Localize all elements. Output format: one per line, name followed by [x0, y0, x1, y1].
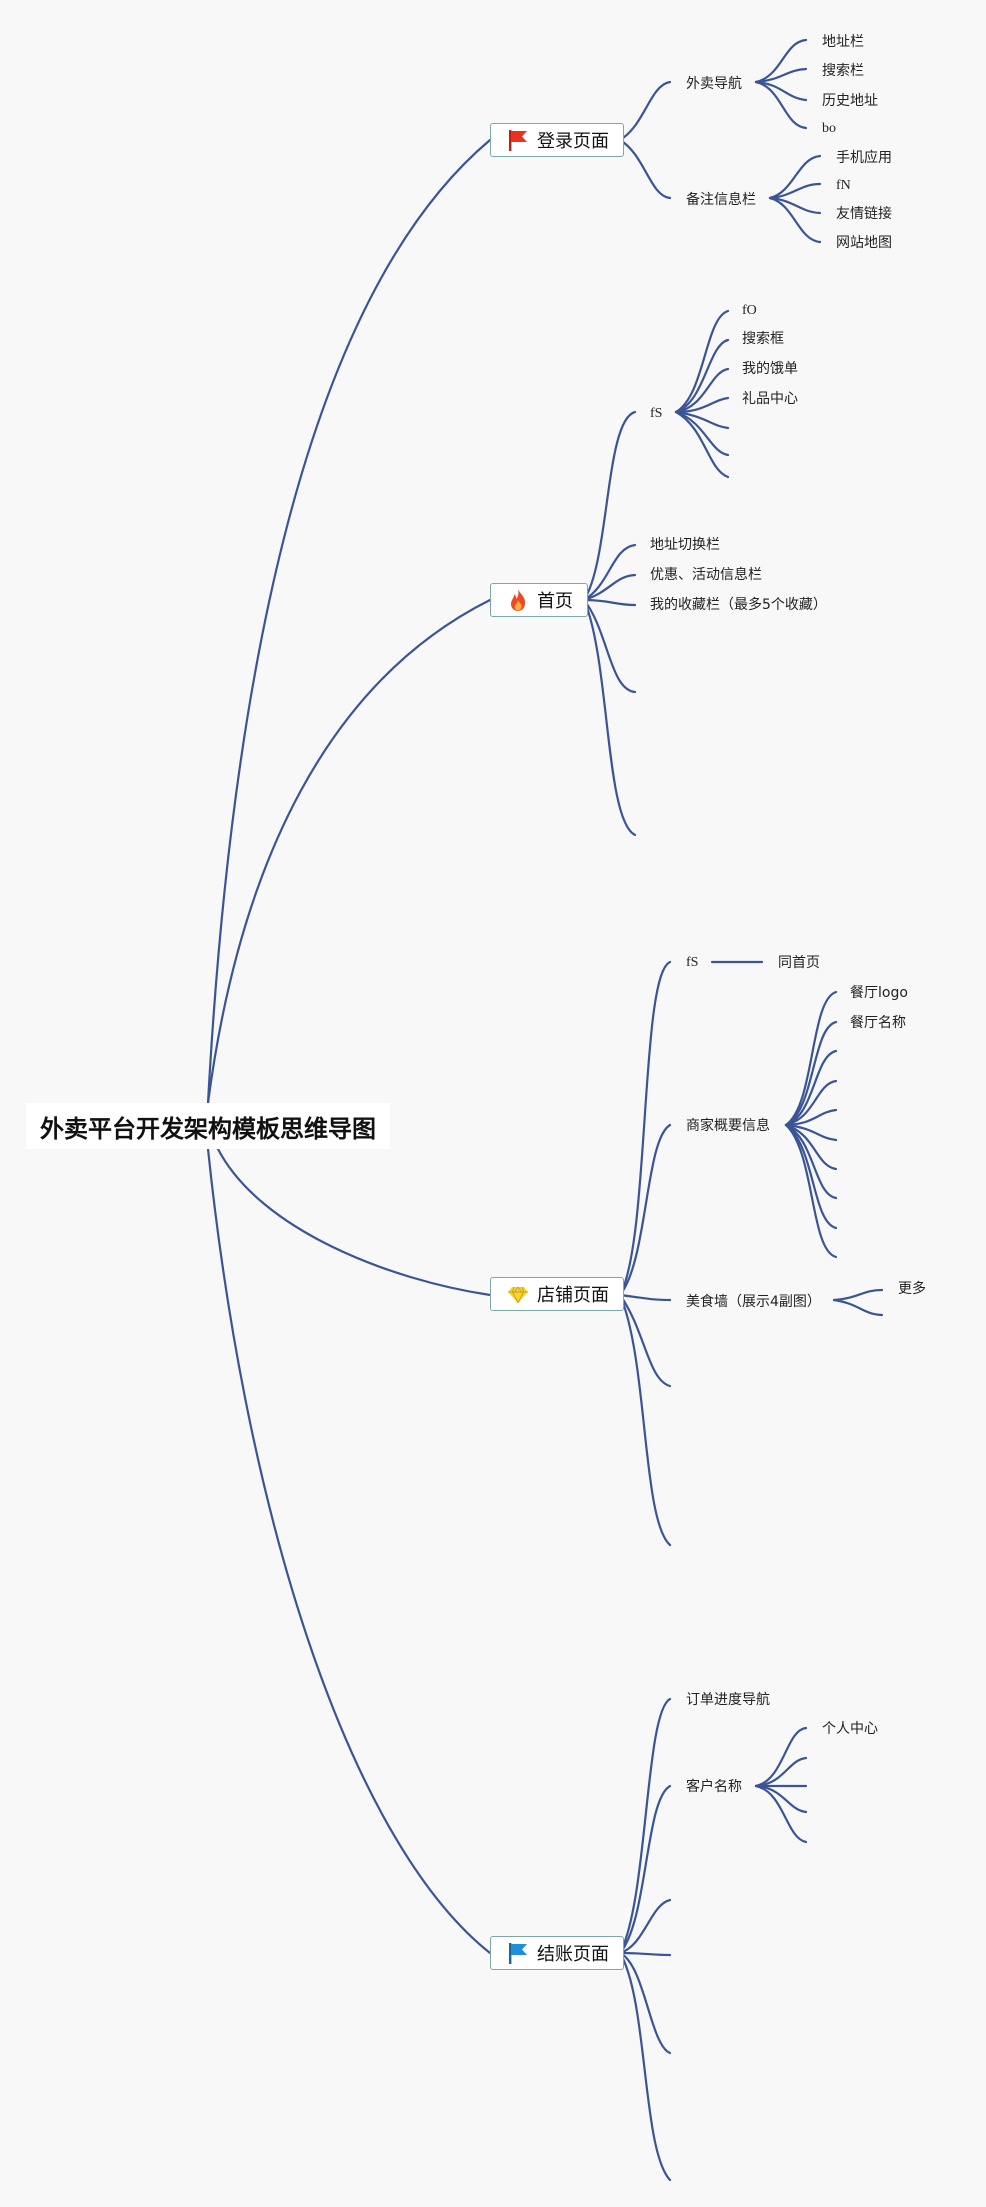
branch-label: 店铺页面 [537, 1285, 609, 1306]
leaf-fn[interactable]: fN [836, 178, 851, 193]
branch-login-page[interactable]: 登录页面 [490, 123, 624, 157]
edge-fs-1 [674, 309, 730, 414]
leaf-sitemap[interactable]: 网站地图 [836, 235, 892, 251]
edge-beizhu-1 [768, 154, 822, 200]
fire-icon [511, 589, 526, 611]
node-address-switch[interactable]: 地址切换栏 [650, 537, 720, 553]
edge-cust-5 [754, 1784, 808, 1844]
leaf-restaurant-name[interactable]: 餐厅名称 [850, 1015, 906, 1031]
leaf-same-as-home[interactable]: 同首页 [778, 955, 820, 971]
edge-cust-2 [754, 1756, 808, 1788]
leaf-fo[interactable]: fO [742, 303, 757, 318]
edge-check-empty1 [618, 1898, 672, 1955]
edge-shop-empty2 [618, 1293, 672, 1547]
edge-cust-4 [754, 1784, 808, 1814]
edge-shop-fs [618, 960, 672, 1297]
edge-wall-1 [832, 1288, 884, 1302]
edge-wall-2 [832, 1298, 884, 1317]
edge-fs-5 [674, 410, 730, 430]
node-customer-name[interactable]: 客户名称 [686, 1779, 742, 1795]
edge-check-customer [618, 1784, 672, 1955]
node-merchant-info[interactable]: 商家概要信息 [686, 1118, 770, 1134]
edge-root-home [206, 598, 492, 1105]
edge-info-4 [784, 1079, 838, 1127]
edge-waimai-4 [754, 80, 808, 130]
edge-beizhu-2 [768, 182, 822, 200]
branch-label: 登录页面 [537, 131, 609, 152]
edge-check-empty2 [618, 1951, 672, 1957]
edge-check-empty3 [618, 1951, 672, 2055]
leaf-restaurant-logo[interactable]: 餐厅logo [850, 985, 908, 1001]
edge-info-5 [784, 1108, 838, 1127]
edge-fs-6 [674, 410, 730, 457]
edge-shop-empty1 [618, 1293, 672, 1388]
node-shop-fs[interactable]: fS [686, 955, 699, 970]
branch-checkout-page[interactable]: 结账页面 [490, 1936, 624, 1970]
node-remark-bar[interactable]: 备注信息栏 [686, 192, 756, 208]
edge-shop-wall [618, 1293, 672, 1302]
diamond-icon [508, 1286, 528, 1304]
edge-info-9 [784, 1123, 838, 1230]
leaf-mobile-app[interactable]: 手机应用 [836, 150, 892, 166]
leaf-personal-center[interactable]: 个人中心 [822, 1721, 878, 1737]
node-promo-bar[interactable]: 优惠、活动信息栏 [650, 567, 762, 583]
edge-fs-7 [674, 410, 730, 479]
edge-home-promo [582, 573, 637, 602]
edge-root-login [206, 138, 492, 1105]
edge-check-empty4 [618, 1951, 672, 2182]
node-favorites-bar[interactable]: 我的收藏栏（最多5个收藏） [650, 597, 827, 613]
leaf-my-orders[interactable]: 我的饿单 [742, 361, 798, 377]
edge-beizhu-4 [768, 196, 822, 244]
leaf-bo[interactable]: bo [822, 121, 836, 136]
edge-waimai-3 [754, 80, 808, 102]
edge-shop-info [618, 1123, 672, 1297]
blue-flag-icon [509, 1943, 527, 1964]
red-flag-icon [509, 130, 527, 151]
node-waimai-nav[interactable]: 外卖导航 [686, 76, 742, 92]
edge-fs-3 [674, 367, 730, 414]
edge-cust-1 [754, 1726, 808, 1788]
edge-check-progress [618, 1697, 672, 1955]
edge-fs-2 [674, 338, 730, 414]
node-food-wall[interactable]: 美食墙（展示4副图） [686, 1294, 821, 1310]
edge-waimai-2 [754, 67, 808, 84]
edge-info-2 [784, 1020, 838, 1127]
edge-home-fs [582, 410, 637, 602]
edge-login-beizhu [618, 138, 672, 200]
edge-login-waimai [618, 80, 672, 142]
leaf-search-bar[interactable]: 搜索栏 [822, 63, 864, 79]
edge-home-fav [582, 598, 637, 607]
node-order-progress[interactable]: 订单进度导航 [686, 1692, 770, 1708]
edge-home-empty1 [582, 598, 637, 694]
leaf-gift-center[interactable]: 礼品中心 [742, 391, 798, 407]
edge-info-1 [784, 990, 838, 1127]
edge-root-checkout [206, 1147, 492, 1955]
leaf-friend-links[interactable]: 友情链接 [836, 206, 892, 222]
root-title[interactable]: 外卖平台开发架构模板思维导图 [26, 1103, 390, 1149]
edge-info-7 [784, 1123, 838, 1171]
edge-info-3 [784, 1049, 838, 1127]
edge-fs-4 [674, 396, 730, 414]
edge-info-8 [784, 1123, 838, 1200]
branch-label: 结账页面 [537, 1944, 609, 1965]
leaf-more[interactable]: 更多 [898, 1281, 926, 1297]
edge-info-10 [784, 1123, 838, 1259]
leaf-address-bar[interactable]: 地址栏 [822, 34, 864, 50]
branch-label: 首页 [537, 591, 573, 612]
edge-home-empty2 [582, 598, 637, 837]
edge-waimai-1 [754, 38, 808, 84]
edge-beizhu-3 [768, 196, 822, 215]
leaf-history-address[interactable]: 历史地址 [822, 93, 878, 109]
node-fs[interactable]: fS [650, 406, 663, 421]
branch-shop-page[interactable]: 店铺页面 [490, 1277, 624, 1311]
leaf-search-box[interactable]: 搜索框 [742, 331, 784, 347]
branch-home-page[interactable]: 首页 [490, 583, 588, 617]
edge-home-addr [582, 543, 637, 602]
edge-info-6 [784, 1123, 838, 1142]
edge-root-shop [216, 1147, 492, 1297]
